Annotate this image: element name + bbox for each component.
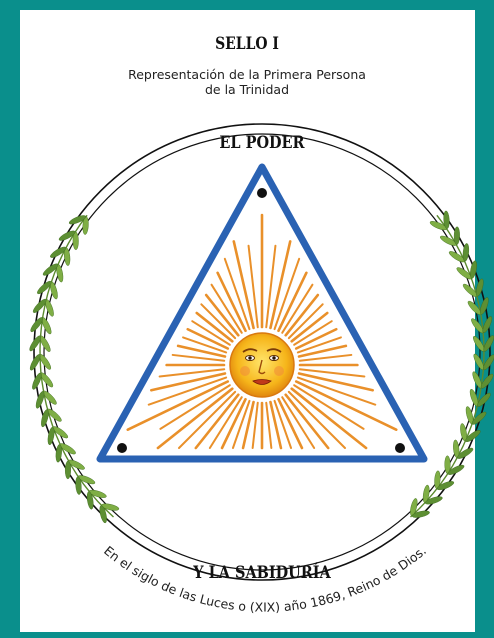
corner-dot [117, 443, 127, 453]
corner-dot [395, 443, 405, 453]
laurel-branch-icon [409, 211, 494, 519]
laurel-branch-icon [28, 214, 120, 524]
seal-top-text: EL PODER [219, 132, 305, 152]
seal-bottom-text: Y LA SABIDURÍA [192, 561, 331, 583]
corner-dot [257, 188, 267, 198]
sun-face-icon [230, 333, 294, 397]
